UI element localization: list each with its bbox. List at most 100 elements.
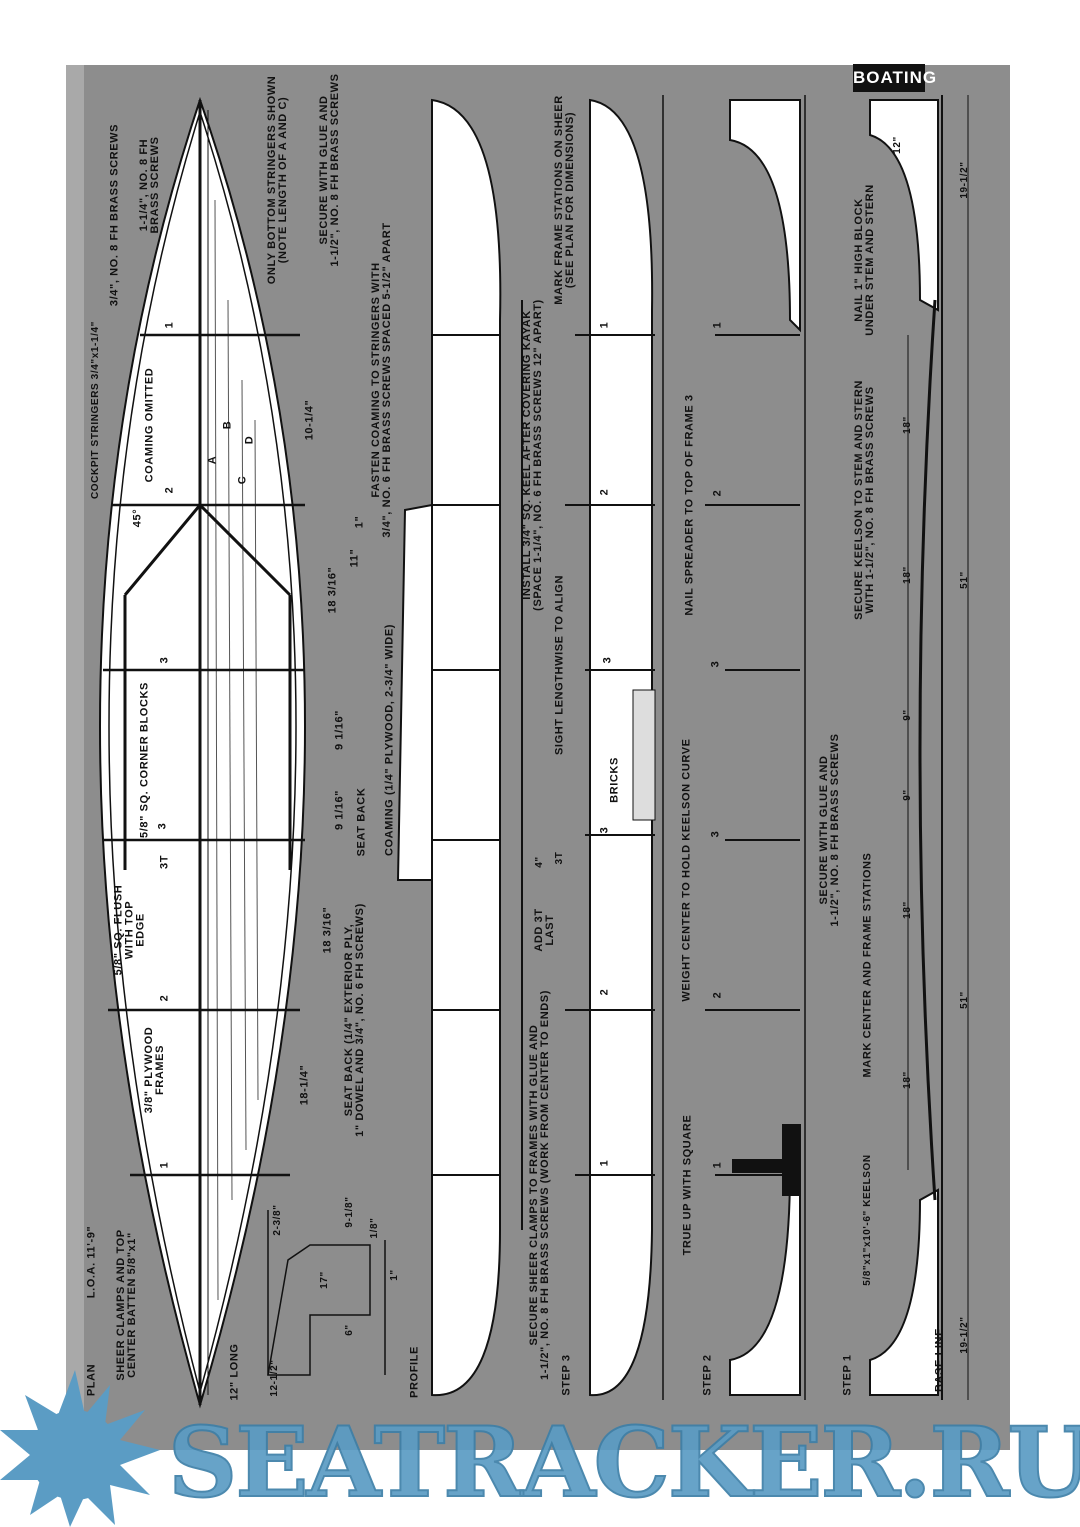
plan-dimension: 18-1/4" — [298, 1064, 311, 1106]
seat-dimension: 12-1/2" — [269, 1359, 280, 1397]
seat-back-detail — [267, 1210, 386, 1376]
nail-block-label: NAIL 1" HIGH BLOCK UNDER STEM AND STERN — [853, 184, 876, 336]
plan-dimension: 18 3/16" — [321, 906, 334, 954]
step3-frames — [565, 334, 655, 1176]
plan-cockpit-braces — [123, 502, 292, 870]
sight-label: SIGHT LENGTHWISE TO ALIGN — [553, 575, 566, 755]
plan-dimension: 18 3/16" — [326, 566, 339, 614]
step3-frame-number: 1 — [598, 321, 611, 329]
plan-dimension: 9 1/16" — [333, 790, 346, 830]
step2-frame-number: 2 — [711, 991, 724, 999]
stringer-b-label: B — [221, 420, 234, 430]
plan-frame-number: 2 — [158, 994, 171, 1002]
plan-inner-line — [199, 111, 297, 1393]
station-dimension: 18" — [902, 901, 913, 919]
seat-dimension: 1" — [389, 1269, 400, 1281]
step2-frame-number: 1 — [711, 1161, 724, 1169]
plan-frames — [103, 333, 305, 1177]
cockpit-stringers-label: COCKPIT STRINGERS 3/4"x1-1/4" — [90, 320, 101, 500]
frame-3t-label: 3T — [554, 851, 565, 865]
weight-center-label: WEIGHT CENTER TO HOLD KEELSON CURVE — [680, 738, 693, 1002]
plan-title: PLAN — [85, 1363, 98, 1397]
plan-frame-number: 3 — [158, 656, 171, 664]
plan-frame-number: 3 — [156, 822, 169, 830]
seat-back-label: SEAT BACK — [355, 787, 368, 857]
seat-dimension: 2-3/8" — [272, 1204, 283, 1236]
screws-114-label: 1-1/4", NO. 8 FH BRASS SCREWS — [138, 136, 161, 234]
keelson-label: 5/8"x1"x10'-6" KEELSON — [862, 1154, 873, 1286]
step3-frame-number: 3 — [598, 826, 611, 834]
coaming-label: COAMING (1/4" PLYWOOD, 2-3/4" WIDE) — [383, 623, 396, 857]
secure-clamps-label: SECURE SHEER CLAMPS TO FRAMES WITH GLUE … — [528, 989, 551, 1381]
profile-coaming — [396, 503, 433, 881]
step1-title: STEP 1 — [841, 1354, 854, 1396]
station-dimension: 18" — [902, 1071, 913, 1089]
mark-center-label: MARK CENTER AND FRAME STATIONS — [861, 852, 874, 1078]
step1-stem — [869, 1188, 939, 1396]
boating-badge: BOATING — [853, 64, 936, 92]
screws-34-label: 3/4", NO. 8 FH BRASS SCREWS — [108, 123, 121, 307]
profile-title: PROFILE — [408, 1346, 421, 1398]
long-label: 12" LONG — [228, 1343, 241, 1401]
flush-label: 5/8" SQ. FLUSH WITH TOP EDGE — [112, 884, 147, 976]
secure-glue-label: SECURE WITH GLUE AND 1-1/2", NO. 8 FH BR… — [318, 73, 341, 267]
bottom-stringers-label: ONLY BOTTOM STRINGERS SHOWN (NOTE LENGTH… — [266, 75, 289, 285]
end-dimension: 19-1/2" — [959, 1316, 970, 1354]
dimension-4: 4" — [534, 856, 545, 868]
step2-title: STEP 2 — [701, 1354, 714, 1396]
plan-dimension: 9 1/16" — [333, 710, 346, 750]
true-up-label: TRUE UP WITH SQUARE — [681, 1114, 694, 1256]
step2-frame-number: 1 — [711, 321, 724, 329]
nail-spreader-label: NAIL SPREADER TO TOP OF FRAME 3 — [683, 394, 696, 616]
plan-dimension: 1" — [353, 515, 366, 529]
seat-dimension: 17" — [319, 1271, 330, 1289]
plan-dimension: 11" — [348, 548, 361, 568]
step1-stern — [869, 99, 939, 312]
profile-hull — [431, 98, 502, 1397]
profile-frames — [432, 334, 500, 1176]
step3-frame-number: 2 — [598, 488, 611, 496]
coaming-omitted-label: COAMING OMITTED — [143, 367, 156, 483]
end-dimension: 19-1/2" — [959, 161, 970, 199]
bricks-label: BRICKS — [608, 757, 621, 803]
seat-dimension: 9-1/8" — [344, 1196, 355, 1228]
secure-keelson-label: SECURE KEELSON TO STEM AND STERN WITH 1-… — [853, 380, 876, 620]
plan-inner-line — [108, 111, 201, 1393]
plan-stringers — [214, 199, 259, 1301]
plan-frame-number: 1 — [163, 321, 176, 329]
bricks — [632, 689, 656, 821]
base-line-label: BASE LINE — [933, 1327, 946, 1393]
step3-frame-number: 3 — [601, 656, 614, 664]
sheer-clamps-label: SHEER CLAMPS AND TOP CENTER BATTEN 5/8"x… — [115, 1229, 138, 1381]
secure-glue-step1-label: SECURE WITH GLUE AND 1-1/2", NO. 8 FH BR… — [818, 733, 841, 927]
step2-stern — [729, 98, 801, 333]
plywood-frames-label: 3/8" PLYWOOD FRAMES — [143, 1026, 166, 1114]
plan-dimension: 10-1/4" — [303, 399, 316, 441]
plan-frame-number: 2 — [163, 486, 176, 494]
half-length-dimension: 51" — [959, 571, 970, 589]
stringer-c-label: C — [236, 475, 249, 485]
step2-frame-number: 3 — [709, 830, 722, 838]
step2-frame-number: 3 — [709, 660, 722, 668]
square-tool — [732, 1124, 801, 1196]
step3-frame-number: 2 — [598, 988, 611, 996]
frame-3t-label: 3T — [158, 854, 171, 870]
station-dimension: 9" — [902, 789, 913, 801]
stringer-d-label: D — [243, 435, 256, 445]
corner-blocks-label: 5/8" SQ. CORNER BLOCKS — [138, 682, 151, 838]
step1-keelson — [918, 299, 937, 1201]
station-dimension: 9" — [902, 709, 913, 721]
seat-dimension: 1/8" — [369, 1217, 380, 1239]
loa-label: L.O.A. 11'-9" — [85, 1225, 98, 1299]
station-dimension: 18" — [902, 566, 913, 584]
stringer-a-label: A — [206, 455, 219, 465]
add-3t-label: ADD 3T LAST — [533, 908, 556, 952]
dimension-12: 12" — [892, 136, 903, 154]
step2-frame-number: 2 — [711, 489, 724, 497]
plan-frame-number: 1 — [158, 1161, 171, 1169]
sun-logo — [0, 1370, 160, 1527]
angle-label: 45° — [131, 508, 144, 528]
seat-dimension: 6" — [344, 1324, 355, 1336]
step3-title: STEP 3 — [560, 1354, 573, 1396]
